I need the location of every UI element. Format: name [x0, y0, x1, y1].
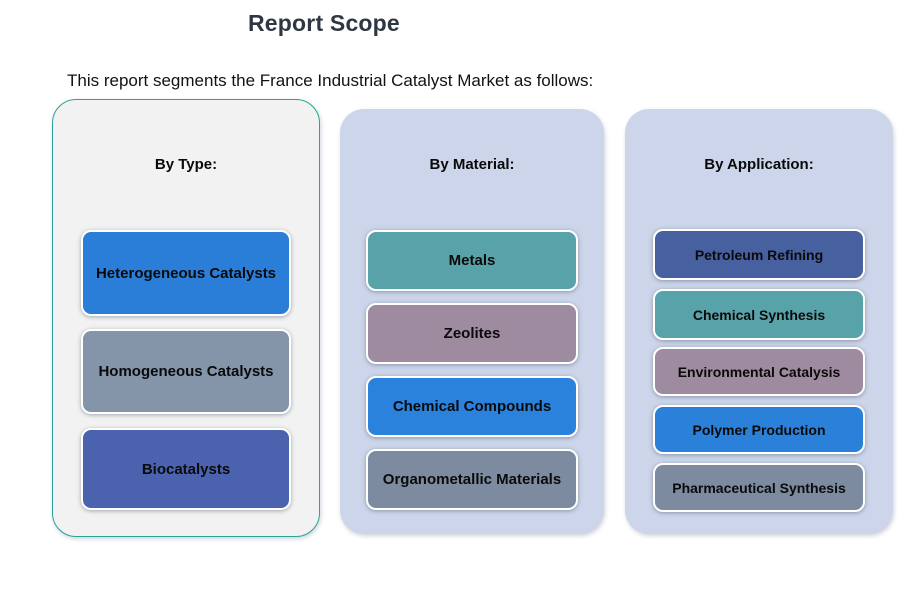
segment-petroleum-refining: Petroleum Refining [653, 229, 865, 280]
segment-label: Heterogeneous Catalysts [95, 264, 277, 282]
segment-biocatalysts: Biocatalysts [81, 428, 291, 510]
segment-metals: Metals [366, 230, 578, 291]
segment-environmental-catalysis: Environmental Catalysis [653, 347, 865, 396]
segment-homogeneous-catalysts: Homogeneous Catalysts [81, 329, 291, 414]
page-title: Report Scope [248, 10, 400, 36]
panel-by-type-header: By Type: [154, 156, 218, 173]
segment-pharmaceutical-synthesis: Pharmaceutical Synthesis [653, 463, 865, 512]
segment-label: Organometallic Materials [382, 471, 562, 488]
segment-label: Environmental Catalysis [677, 363, 841, 380]
segment-polymer-production: Polymer Production [653, 405, 865, 454]
segment-label: Biocatalysts [141, 460, 231, 478]
segment-label: Metals [448, 252, 496, 269]
segment-chemical-compounds: Chemical Compounds [366, 376, 578, 437]
segment-chemical-synthesis: Chemical Synthesis [653, 289, 865, 340]
page-subtitle: This report segments the France Industri… [67, 71, 594, 90]
segment-heterogeneous-catalysts: Heterogeneous Catalysts [81, 230, 291, 316]
panel-by-application: By Application: Petroleum Refining Chemi… [625, 109, 893, 534]
segment-label: Homogeneous Catalysts [98, 363, 274, 380]
segment-label: Chemical Compounds [392, 398, 552, 415]
panel-by-type: By Type: Heterogeneous Catalysts Homogen… [52, 99, 320, 537]
panel-by-material-header: By Material: [429, 156, 515, 173]
segment-zeolites: Zeolites [366, 303, 578, 364]
panel-by-application-header: By Application: [704, 156, 814, 173]
panel-by-material: By Material: Metals Zeolites Chemical Co… [340, 109, 604, 534]
segment-label: Pharmaceutical Synthesis [672, 479, 846, 496]
segment-organometallic-materials: Organometallic Materials [366, 449, 578, 510]
segment-label: Zeolites [443, 325, 501, 342]
segment-label: Petroleum Refining [694, 246, 824, 263]
segment-label: Polymer Production [692, 421, 826, 438]
segment-label: Chemical Synthesis [692, 306, 826, 323]
